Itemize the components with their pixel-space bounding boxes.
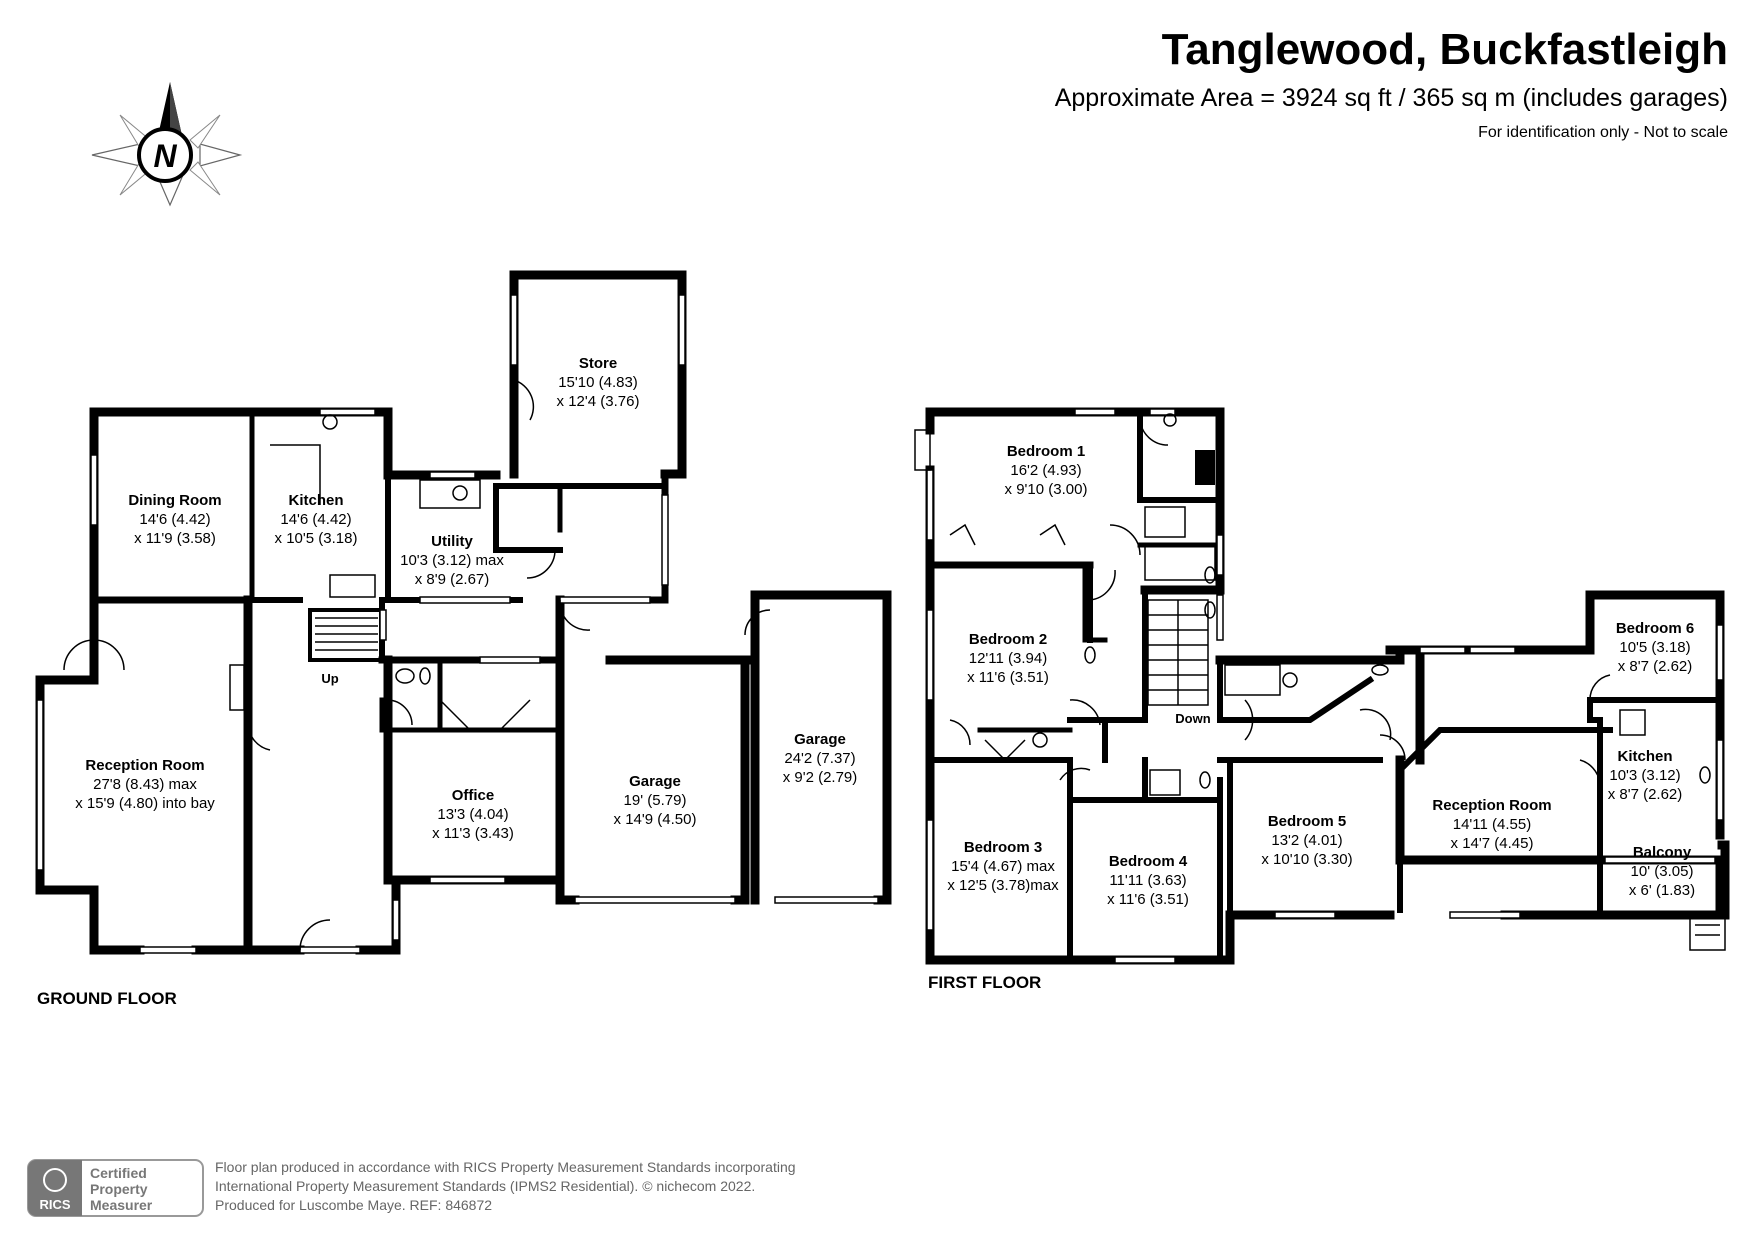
garage-2-dim: x 9'2 (2.79) [783,769,858,786]
bedroom-6-dim: x 8'7 (2.62) [1618,658,1693,675]
disclaimer-note: For identification only - Not to scale [1478,124,1728,141]
garage-1-dim: x 14'9 (4.50) [614,811,697,828]
first-floor-openings [914,408,1726,964]
compass-north-letter: N [153,138,177,174]
balcony-name: Balcony [1633,844,1692,861]
store-name: Store [579,355,617,372]
bedroom-1-dim: x 9'10 (3.00) [1005,481,1088,498]
bedroom-5-dim: x 10'10 (3.30) [1261,851,1352,868]
bedroom-1-dim: 16'2 (4.93) [1010,462,1081,479]
rics-org: RICS [39,1197,70,1212]
bedroom-3-name: Bedroom 3 [964,839,1042,856]
plan-title: Tanglewood, Buckfastleigh [1162,25,1728,74]
badge-line: Measurer [90,1197,153,1213]
garage-2-dim: 24'2 (7.37) [784,750,855,767]
first-reception-room-name: Reception Room [1432,797,1551,814]
first-floor-plan [925,407,1730,965]
bedroom-6-name: Bedroom 6 [1616,620,1694,637]
bedroom-3-dim: 15'4 (4.67) max [951,858,1055,875]
reception-room-dim: 27'8 (8.43) max [93,776,197,793]
first-floor-outer-walls [925,407,1225,595]
garage-1-dim: 19' (5.79) [624,792,687,809]
first-kitchen-dim: 10'3 (3.12) [1609,767,1680,784]
bedroom-4-name: Bedroom 4 [1109,853,1188,870]
kitchen-dim: x 10'5 (3.18) [275,530,358,547]
reception-room-name: Reception Room [85,757,204,774]
dining-room-dim: 14'6 (4.42) [139,511,210,528]
rics-badge: RICS Certified Property Measurer [27,1159,204,1217]
stairs-up-label: Up [321,671,338,686]
ground-floor-openings [36,294,879,954]
dining-room-dim: x 11'9 (3.58) [134,530,216,547]
badge-line: Property [90,1181,148,1197]
badge-line: Certified [90,1165,147,1181]
footer-line: Floor plan produced in accordance with R… [215,1159,796,1175]
first-floor-stairs [1147,599,1720,936]
dining-room-name: Dining Room [128,492,221,509]
approximate-area: Approximate Area = 3924 sq ft / 365 sq m… [1055,84,1728,112]
footer-line: Produced for Luscombe Maye. REF: 846872 [215,1197,492,1213]
utility-dim: 10'3 (3.12) max [400,552,504,569]
store-dim: x 12'4 (3.76) [557,393,640,410]
stairs-down-label: Down [1175,711,1210,726]
bedroom-6-dim: 10'5 (3.18) [1619,639,1690,656]
first-reception-room-dim: x 14'7 (4.45) [1451,835,1534,852]
bedroom-4-dim: 11'11 (3.63) [1109,872,1186,889]
reception-room-dim: x 15'9 (4.80) into bay [75,795,215,812]
first-floor-labels: Bedroom 1 16'2 (4.93) x 9'10 (3.00) Bedr… [928,443,1695,992]
bedroom-5-dim: 13'2 (4.01) [1271,832,1342,849]
bedroom-2-name: Bedroom 2 [969,631,1047,648]
first-floor-label: FIRST FLOOR [928,973,1041,992]
utility-name: Utility [431,533,473,550]
office-dim: 13'3 (4.04) [437,806,508,823]
bedroom-3-dim: x 12'5 (3.78)max [947,877,1059,894]
ground-floor-stairs [315,617,378,651]
ground-floor-label: GROUND FLOOR [37,989,177,1008]
bedroom-2-dim: x 11'6 (3.51) [967,669,1049,686]
ground-floor-labels: Store 15'10 (4.83) x 12'4 (3.76) Dining … [37,355,857,1008]
balcony-dim: 10' (3.05) [1631,863,1694,880]
first-reception-room-dim: 14'11 (4.55) [1453,816,1531,833]
bedroom-5-name: Bedroom 5 [1268,813,1346,830]
bedroom-1-name: Bedroom 1 [1007,443,1085,460]
garage-1-walls [555,655,580,905]
garage-2-walls [750,590,892,905]
compass-rose-icon: N [91,82,243,207]
office-name: Office [452,787,495,804]
footer-line: International Property Measurement Stand… [215,1178,755,1194]
kitchen-name: Kitchen [288,492,343,509]
garage-2-name: Garage [794,731,846,748]
store-dim: 15'10 (4.83) [558,374,638,391]
first-kitchen-dim: x 8'7 (2.62) [1608,786,1683,803]
garage-1-name: Garage [629,773,681,790]
kitchen-dim: 14'6 (4.42) [280,511,351,528]
bedroom-4-dim: x 11'6 (3.51) [1107,891,1189,908]
rics-logo-icon [43,1168,67,1192]
balcony-dim: x 6' (1.83) [1629,882,1695,899]
first-kitchen-name: Kitchen [1617,748,1672,765]
office-dim: x 11'3 (3.43) [432,825,514,842]
bedroom-2-dim: 12'11 (3.94) [969,650,1047,667]
utility-dim: x 8'9 (2.67) [415,571,490,588]
